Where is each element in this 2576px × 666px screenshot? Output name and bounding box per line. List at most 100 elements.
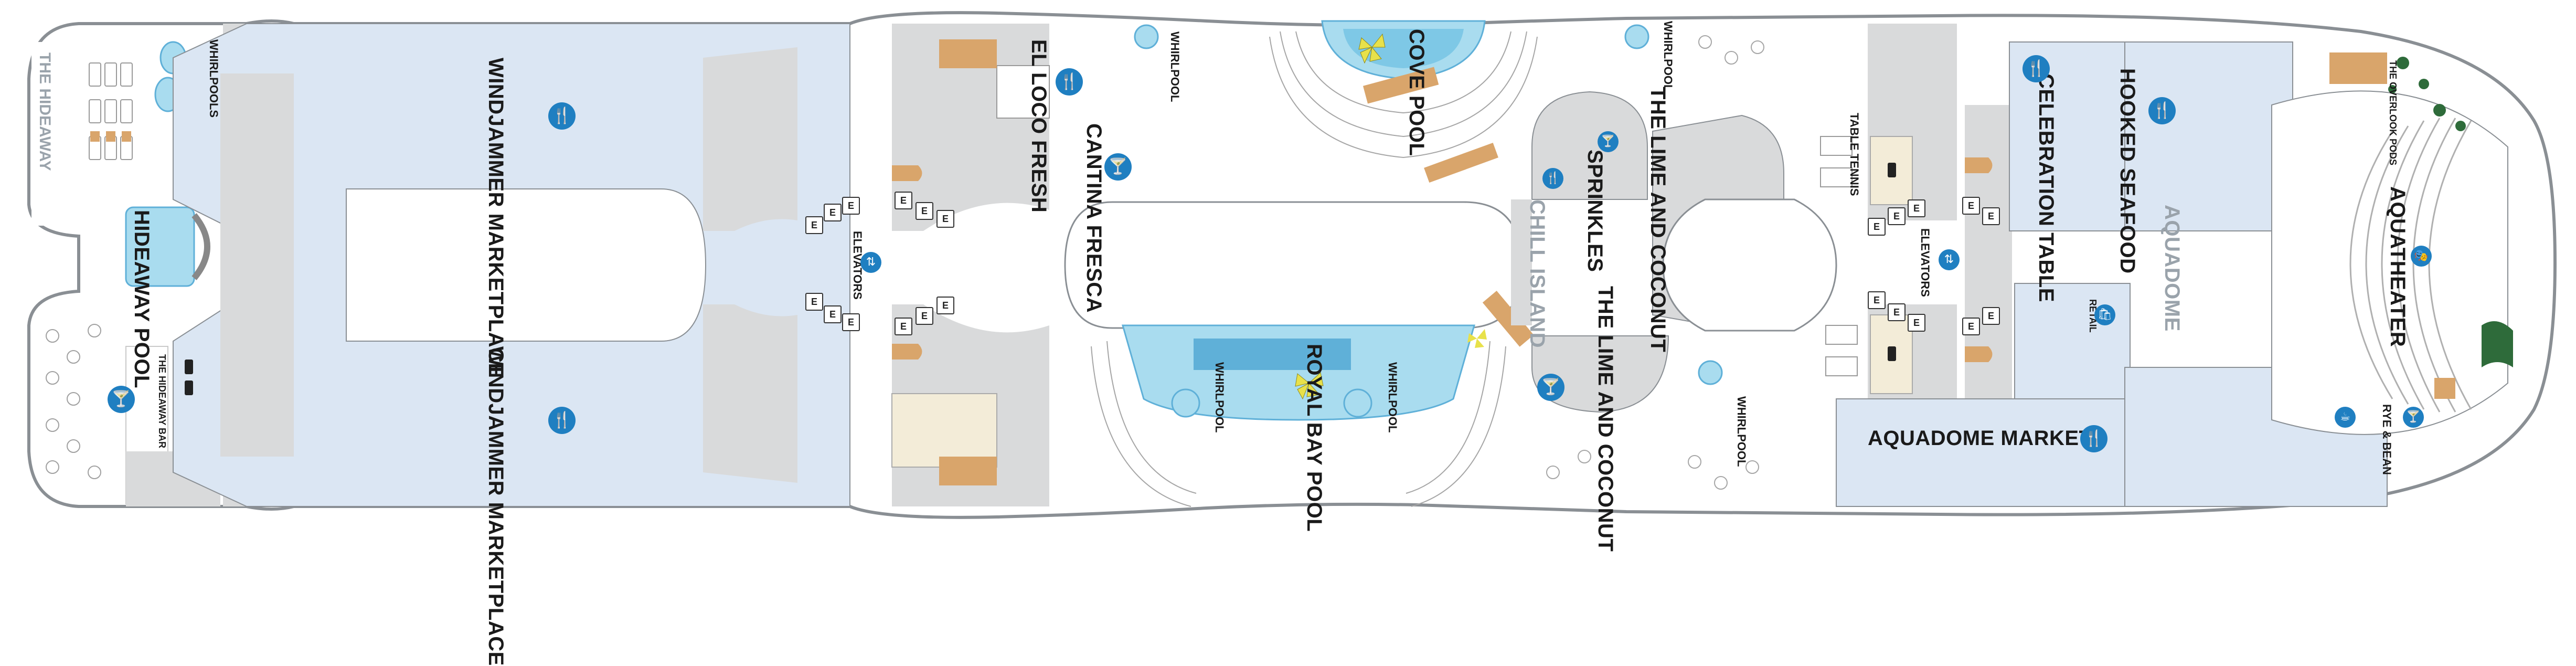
retail-icon[interactable]: 🛍 [2094, 304, 2115, 325]
aft-restroom-icon-bottom [1888, 346, 1896, 361]
hideaway-restroom-icon-b [185, 380, 193, 395]
label-sprinkles: SPRINKLES [1583, 150, 1606, 272]
label-whirlpool-3: WHIRLPOOL [1213, 362, 1226, 433]
label-whirlpool-4: WHIRLPOOL [1386, 362, 1399, 433]
label-the-hideaway: THE HIDEAWAY [36, 52, 54, 171]
royal-bay-whirlpool-left [1171, 388, 1200, 418]
retail-area [2014, 283, 2131, 399]
elevator-fwd-5[interactable]: E [824, 305, 842, 323]
elevator-aft-4[interactable]: E [1868, 291, 1886, 309]
windjammer-dining-icon-upper[interactable]: 🍴 [548, 102, 576, 130]
royal-bay-whirlpool-right [1343, 388, 1372, 418]
elevator-fwd-9[interactable]: E [936, 210, 954, 228]
aquadome-market-dining-icon[interactable]: 🍴 [2080, 425, 2107, 452]
elevator-aft-5[interactable]: E [1888, 303, 1906, 321]
aft-bar-arc-1 [1965, 157, 1993, 173]
royal-bay-umbrella-small [1467, 329, 1487, 348]
sprinkles-dining-icon[interactable]: 🍴 [1542, 168, 1563, 189]
cove-whirlpool-right [1624, 24, 1649, 49]
windjammer-atrium [346, 188, 707, 342]
lime-coconut-upper-bar-icon[interactable]: 🍸 [1598, 131, 1619, 152]
elevator-fwd-4[interactable]: E [805, 293, 823, 311]
elevator-aft-10[interactable]: E [1982, 307, 2000, 325]
label-hooked-seafood: HOOKED SEAFOOD [2116, 68, 2139, 274]
elevator-fwd-8[interactable]: E [916, 202, 933, 220]
el-loco-dining-icon[interactable]: 🍴 [1056, 68, 1083, 96]
elevator-fwd-7[interactable]: E [895, 192, 912, 209]
label-whirlpool-5: WHIRLPOOL [1735, 396, 1748, 467]
label-royal-bay-pool: ROYAL BAY POOL [1303, 344, 1326, 532]
el-loco-counter [996, 65, 1050, 119]
chill-island-wood [1511, 199, 1532, 325]
aquatheater-stage-plants [2482, 321, 2513, 367]
label-cantina-fresca: CANTINA FRESCA [1082, 123, 1105, 313]
lime-coconut-upper-ramp [1424, 142, 1498, 183]
elevator-fwd-3[interactable]: E [842, 197, 860, 215]
overlook-stair [2329, 52, 2387, 84]
royal-bay-pool-deep [1194, 339, 1351, 370]
aft-restroom-icon-top [1888, 163, 1896, 177]
rye-bean-bar-icon[interactable]: 🍸 [2403, 407, 2424, 428]
royal-bay-umbrella [1295, 372, 1324, 400]
elevator-fwd-12[interactable]: E [936, 297, 954, 314]
stair-wood-2 [939, 457, 997, 485]
cantina-bar-icon[interactable]: 🍸 [1104, 153, 1132, 181]
hideaway-bar-seating [46, 324, 101, 479]
table-tennis-tables [1820, 136, 1858, 376]
hooked-seafood-dining-icon[interactable]: 🍴 [2148, 97, 2176, 124]
chill-island-seating [1546, 35, 1764, 490]
celebration-table-dining-icon[interactable]: 🍴 [2023, 55, 2050, 82]
hideaway-loungers-wood [90, 131, 131, 142]
label-hideaway-bar: THE HIDEAWAY BAR [157, 354, 167, 449]
elevator-aft-6[interactable]: E [1908, 314, 1925, 332]
lime-coconut-lower-bar-icon[interactable]: 🍸 [1537, 374, 1564, 401]
elevator-aft-1[interactable]: E [1868, 218, 1886, 236]
aquatheater-side-wood [2434, 378, 2455, 399]
elevator-fwd-6[interactable]: E [842, 313, 860, 331]
label-rye-bean: RYE & BEAN [2380, 404, 2393, 475]
overlook-pods-plants [2388, 57, 2466, 131]
royal-bay-ramp [1482, 290, 1534, 347]
rye-bean-cafe-icon[interactable]: ☕ [2335, 407, 2356, 428]
stair-wood-1 [939, 39, 997, 68]
cream-restroom-block [891, 393, 997, 468]
cove-ramp [1362, 67, 1439, 104]
label-table-tennis: TABLE TENNIS [1848, 113, 1861, 196]
fwd-stairwell-left-b [703, 304, 797, 483]
windjammer-dining-icon-lower[interactable]: 🍴 [548, 407, 576, 434]
aquatheater-seating-rows [2349, 118, 2472, 413]
aquatheater-icon[interactable]: 🎭 [2411, 246, 2432, 267]
bar-arc-2 [892, 344, 922, 360]
hooked-seafood-area [2124, 41, 2293, 231]
lime-coconut-whirlpool [1698, 360, 1723, 385]
elevator-fwd-11[interactable]: E [916, 307, 933, 325]
elevator-aft-9[interactable]: E [1962, 318, 1980, 335]
label-overlook-pods: THE OVERLOOK PODS [2388, 60, 2398, 166]
label-lime-coconut-upper: THE LIME AND COCONUT [1646, 87, 1669, 353]
label-lime-coconut-lower: THE LIME AND COCONUT [1594, 286, 1617, 552]
royal-bay-lounge-rows [1091, 341, 1506, 507]
elevator-aft-2[interactable]: E [1888, 207, 1906, 225]
label-chill-island: CHILL ISLAND [1526, 199, 1549, 348]
elevator-fwd-10[interactable]: E [895, 318, 912, 335]
deck-plan-canvas [27, 11, 2557, 519]
elevator-aft-3[interactable]: E [1908, 199, 1925, 217]
label-windjammer-lower: WINDJAMMER MARKETPLACE [484, 346, 507, 666]
hideaway-bar-icon[interactable]: 🍸 [108, 386, 135, 413]
hideaway-pool-basin [125, 206, 195, 287]
label-aquadome: AQUADOME [2160, 205, 2184, 332]
elevator-fwd-1[interactable]: E [805, 216, 823, 234]
label-whirlpools: WHIRLPOOLS [207, 39, 220, 118]
central-atrium-void [1064, 201, 1523, 329]
windjammer-galley-left [220, 73, 294, 457]
label-aquadome-market: AQUADOME MARKET [1868, 427, 2092, 450]
elevator-aft-7[interactable]: E [1962, 197, 1980, 215]
elevator-aft-8[interactable]: E [1982, 207, 2000, 225]
label-celebration-table: CELEBRATION TABLE [2035, 73, 2058, 302]
label-el-loco-fresh: EL LOCO FRESH [1027, 39, 1050, 213]
hideaway-restroom-icon-a [185, 360, 193, 374]
label-windjammer-upper: WINDJAMMER MARKETPLACE [484, 58, 507, 377]
elevator-fwd-icon[interactable]: ⇅ [860, 252, 881, 273]
elevator-aft-icon[interactable]: ⇅ [1939, 249, 1960, 270]
elevator-fwd-2[interactable]: E [824, 204, 842, 221]
